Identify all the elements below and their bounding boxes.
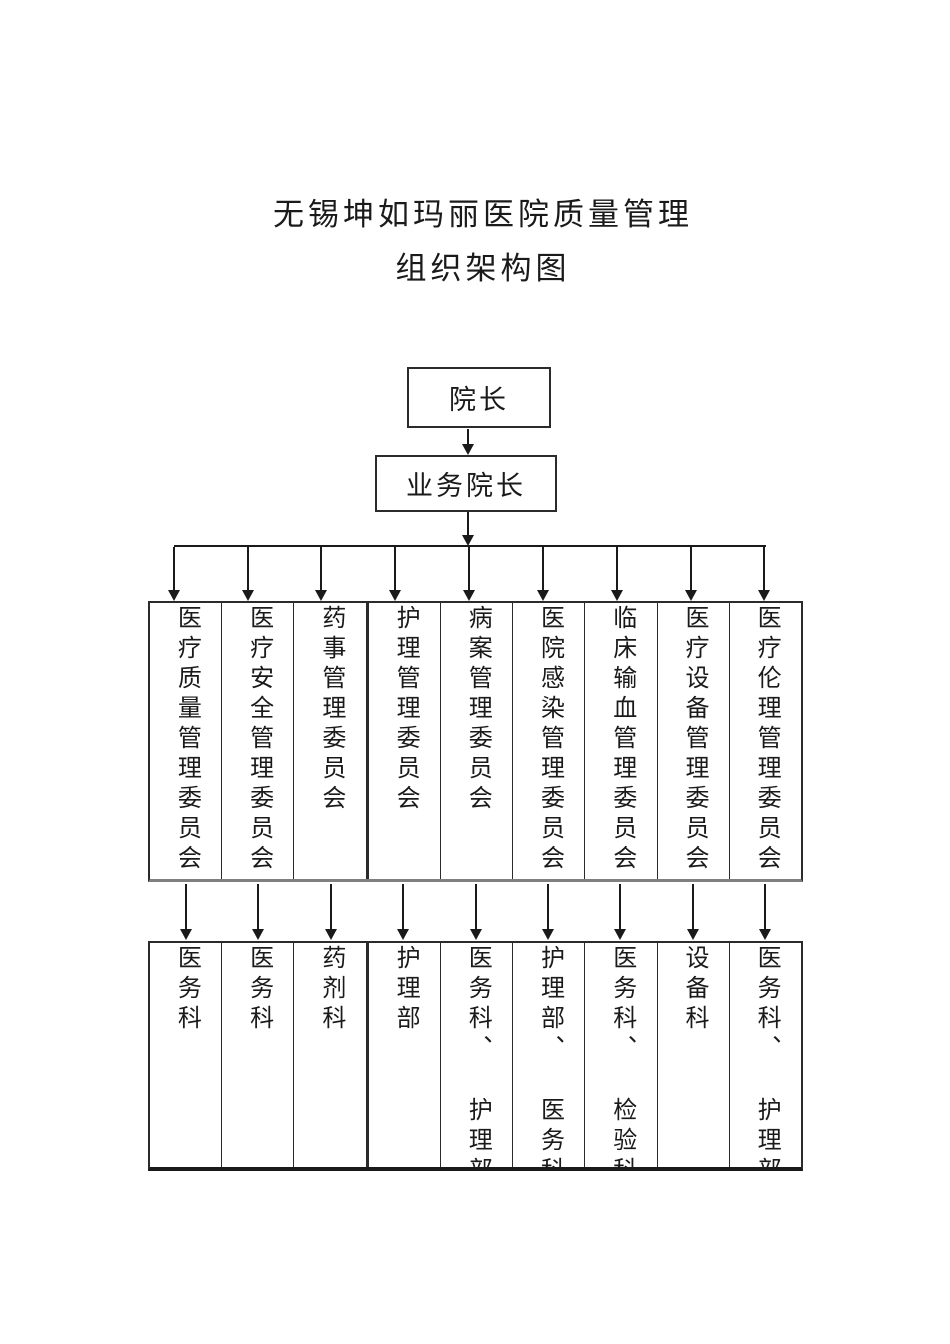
dept-arrow-8-head [687, 929, 699, 940]
branch-arrow-5-head [463, 590, 475, 601]
branch-arrow-4-line [394, 547, 396, 591]
page-title: 无锡坤如玛丽医院质量管理 组织架构图 [8, 188, 950, 296]
vice-director-box: 业务院长 [375, 455, 557, 512]
arrow-vice-to-branch-line [467, 512, 469, 536]
title-line-2: 组织架构图 [395, 251, 571, 286]
committee-column-4: 护理管理委员会 [369, 603, 441, 879]
committee-column-3: 药事管理委员会 [294, 603, 369, 879]
branch-arrow-7-line [616, 547, 618, 591]
department-column-2: 医务科 [222, 943, 295, 1167]
committee-label: 临床输血管理委员会 [608, 605, 635, 875]
arrow-director-to-vice-head [462, 444, 474, 455]
vice-director-label: 业务院长 [406, 471, 526, 501]
branch-arrow-8-head [685, 590, 697, 601]
department-label: 医务科 [245, 945, 272, 1035]
branch-arrow-6-line [542, 547, 544, 591]
committee-column-2: 医疗安全管理委员会 [222, 603, 295, 879]
branch-arrow-5-line [468, 547, 470, 591]
department-column-8: 设备科 [658, 943, 730, 1167]
dept-arrow-6-head [542, 929, 554, 940]
director-box: 院长 [407, 367, 551, 428]
committee-column-5: 病案管理委员会 [441, 603, 514, 879]
dept-arrow-9-line [764, 884, 766, 930]
department-label: 护理部 [392, 945, 419, 1035]
department-label: 医务科 [173, 945, 200, 1035]
department-column-3: 药剂科 [294, 943, 369, 1167]
dept-arrow-3-line [330, 884, 332, 930]
branch-arrow-9-head [758, 590, 770, 601]
dept-arrow-8-line [692, 884, 694, 930]
dept-arrow-9-head [759, 929, 771, 940]
department-label: 医务科、 护理部 [464, 945, 491, 1167]
dept-arrow-5-head [470, 929, 482, 940]
department-label: 医务科、 护理部 [753, 945, 780, 1167]
dept-arrow-6-line [547, 884, 549, 930]
branch-arrow-8-line [690, 547, 692, 591]
dept-arrow-1-head [180, 929, 192, 940]
committee-column-1: 医疗质量管理委员会 [150, 603, 223, 879]
branch-arrow-4-head [389, 590, 401, 601]
department-column-6: 护理部、 医务科 [513, 943, 586, 1167]
department-column-5: 医务科、 护理部 [441, 943, 514, 1167]
department-box: 医务科 医务科 药剂科 护理部 医务科、 护理部 护理部、 医务科 医务科、 检验科 设备科 医… [148, 941, 803, 1171]
dept-arrow-7-head [614, 929, 626, 940]
branch-arrow-1-head [168, 590, 180, 601]
committee-label: 医疗安全管理委员会 [245, 605, 272, 875]
title-line-1: 无锡坤如玛丽医院质量管理 [273, 197, 693, 232]
dept-arrow-3-head [325, 929, 337, 940]
committee-box: 医疗质量管理委员会 医疗安全管理委员会 药事管理委员会 护理管理委员会 病案管理委员会 医… [148, 601, 803, 882]
branch-arrow-1-line [173, 547, 175, 591]
branch-arrow-2-line [247, 547, 249, 591]
committee-label: 护理管理委员会 [392, 605, 419, 815]
branch-arrow-7-head [611, 590, 623, 601]
branch-arrow-9-line [763, 547, 765, 591]
arrow-vice-to-branch-head [462, 535, 474, 546]
department-column-7: 医务科、 检验科 [585, 943, 658, 1167]
committee-label: 医疗伦理管理委员会 [753, 605, 780, 875]
committee-label: 医院感染管理委员会 [536, 605, 563, 875]
dept-arrow-1-line [185, 884, 187, 930]
branch-arrow-2-head [242, 590, 254, 601]
committee-label: 药事管理委员会 [317, 605, 344, 815]
committee-column-6: 医院感染管理委员会 [513, 603, 586, 879]
dept-arrow-7-line [619, 884, 621, 930]
department-label: 设备科 [680, 945, 707, 1035]
dept-arrow-5-line [475, 884, 477, 930]
branch-horizontal-line [174, 545, 766, 547]
department-column-4: 护理部 [369, 943, 441, 1167]
branch-arrow-3-line [320, 547, 322, 591]
committee-label: 医疗质量管理委员会 [173, 605, 200, 875]
branch-arrow-6-head [537, 590, 549, 601]
dept-arrow-2-line [257, 884, 259, 930]
department-label: 护理部、 医务科 [536, 945, 563, 1167]
dept-arrow-4-line [402, 884, 404, 930]
arrow-director-to-vice-line [467, 429, 469, 445]
department-column-1: 医务科 [150, 943, 223, 1167]
dept-arrow-4-head [397, 929, 409, 940]
committee-column-8: 医疗设备管理委员会 [658, 603, 730, 879]
committee-column-9: 医疗伦理管理委员会 [730, 603, 801, 879]
branch-arrow-3-head [315, 590, 327, 601]
dept-arrow-2-head [252, 929, 264, 940]
committee-column-7: 临床输血管理委员会 [585, 603, 658, 879]
department-label: 医务科、 检验科 [608, 945, 635, 1167]
committee-label: 医疗设备管理委员会 [680, 605, 707, 875]
committee-label: 病案管理委员会 [464, 605, 491, 815]
department-column-9: 医务科、 护理部 [730, 943, 801, 1167]
director-label: 院长 [449, 385, 509, 415]
department-label: 药剂科 [317, 945, 344, 1035]
